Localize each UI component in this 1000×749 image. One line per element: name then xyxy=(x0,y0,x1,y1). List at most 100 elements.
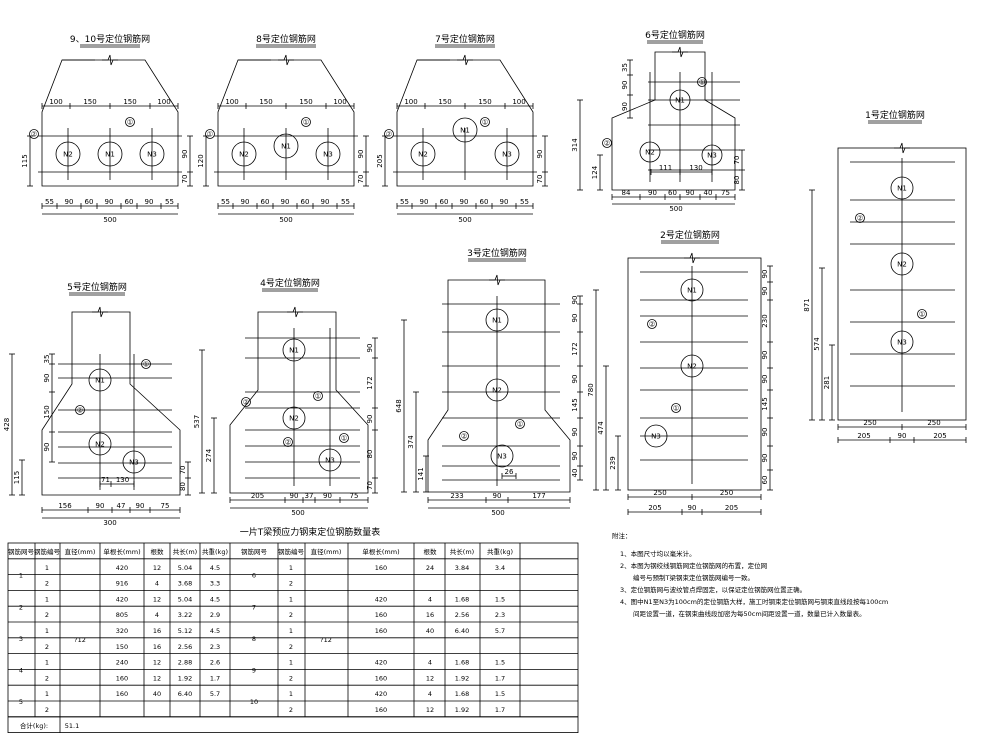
break-symbol xyxy=(457,54,473,66)
duct-label: N3 xyxy=(651,433,661,441)
rebar-callout: ② xyxy=(29,129,39,139)
dimension-value: 90 xyxy=(761,428,769,437)
tendon-duct-n1: N1 xyxy=(88,368,112,392)
callout-number: ① xyxy=(143,360,149,368)
cell-bar-no: 2 xyxy=(45,580,49,588)
dimension-value: 71 xyxy=(101,476,110,484)
dimension-value: 574 xyxy=(813,337,821,351)
tendon-duct-n1: N1 xyxy=(452,117,478,143)
cell-total: 1.92 xyxy=(455,706,469,714)
dimension-value: 70 xyxy=(179,466,187,475)
dimension-value: 130 xyxy=(689,164,702,172)
cell-weight: 1.5 xyxy=(495,595,505,603)
dimension-overall: 500 xyxy=(458,216,471,224)
cell-length: 160 xyxy=(116,690,128,698)
dimension-value: 90 xyxy=(500,198,509,206)
dimension-value: 90 xyxy=(366,344,374,353)
dimension-overall: 500 xyxy=(103,216,116,224)
cell-weight: 1.7 xyxy=(495,674,505,682)
cell-diameter: ?12 xyxy=(320,636,332,644)
dimension-value: 141 xyxy=(417,467,425,480)
duct-circle xyxy=(890,176,914,200)
cell-count: 16 xyxy=(426,611,434,619)
dimension-value: 150 xyxy=(123,98,136,106)
dimension-value: 90 xyxy=(686,189,695,197)
note-line: 2、本图为钢绞线钢筋网定位钢筋网的布置，定位网 xyxy=(620,561,767,570)
dimension-value: 90 xyxy=(898,432,907,440)
dimension-value: 80 xyxy=(179,482,187,491)
rebar-callout: ② xyxy=(384,129,394,139)
dimension-value: 428 xyxy=(3,418,11,431)
tendon-duct-n3: N3 xyxy=(139,141,165,167)
table-header: 共长(m) xyxy=(173,547,197,556)
cell-length: 420 xyxy=(375,690,387,698)
rebar-callout: ② xyxy=(602,138,612,148)
duct-label: N1 xyxy=(460,127,470,135)
view-title: 2号定位钢筋网 xyxy=(660,229,720,241)
dimension-value: 314 xyxy=(571,138,579,152)
cell-net: 2 xyxy=(19,603,23,611)
dimension-value: 60 xyxy=(440,198,449,206)
dimension-value: 205 xyxy=(376,154,384,167)
break-symbol xyxy=(894,142,910,154)
duct-circle xyxy=(644,424,668,448)
dimension-value: 90 xyxy=(761,375,769,384)
tendon-duct-n3: N3 xyxy=(490,444,514,468)
break-symbol xyxy=(489,274,505,286)
callout-number: ② xyxy=(285,438,291,446)
callout-number: ② xyxy=(386,130,392,138)
cell-bar-no: 2 xyxy=(45,674,49,682)
cell-length: 420 xyxy=(116,564,128,572)
table-header: 单根长(mm) xyxy=(103,547,140,556)
note-line: 编号与预制T梁钢束定位钢筋网编号一致。 xyxy=(620,573,754,582)
dimension-value: 100 xyxy=(225,98,238,106)
dimension-value: 40 xyxy=(704,189,713,197)
cell-count: 24 xyxy=(426,564,434,572)
section-outline xyxy=(396,59,534,187)
dimension-value: 80 xyxy=(366,450,374,459)
cell-length: 160 xyxy=(375,564,387,572)
duct-label: N1 xyxy=(105,151,115,159)
cell-weight: 1.7 xyxy=(495,706,505,714)
note-line: 3、定位钢筋网与波纹管点焊固定，以保证定位钢筋网位置正确。 xyxy=(620,585,806,594)
cell-total: 1.68 xyxy=(455,595,469,603)
duct-circle xyxy=(273,133,299,159)
dimension-value: 780 xyxy=(587,383,595,396)
dimension-value: 100 xyxy=(404,98,417,106)
tendon-duct-n3: N3 xyxy=(644,424,668,448)
duct-label: N3 xyxy=(707,152,717,160)
dimension-overall: 500 xyxy=(669,205,682,213)
dimension-value: 111 xyxy=(659,164,672,172)
dimension-overall: 500 xyxy=(291,509,304,517)
cell-bar-no: 2 xyxy=(45,611,49,619)
dimension-value: 100 xyxy=(512,98,525,106)
tendon-duct-n3: N3 xyxy=(494,141,520,167)
cell-net: 1 xyxy=(19,572,23,580)
cell-total: 1.68 xyxy=(455,690,469,698)
cell-count: 12 xyxy=(153,659,161,667)
cell-weight: 5.7 xyxy=(495,627,505,635)
callout-number: ② xyxy=(77,406,83,414)
dimension-value: 90 xyxy=(366,415,374,424)
tendon-duct-n3: N3 xyxy=(122,450,146,474)
tendon-duct-n2: N2 xyxy=(231,141,257,167)
cell-length: 420 xyxy=(375,659,387,667)
dimension-value: 156 xyxy=(58,502,72,510)
dimension-value: 26 xyxy=(505,468,514,476)
dimension-value: 120 xyxy=(197,154,205,167)
tendon-duct-n3: N3 xyxy=(315,141,341,167)
cell-count: 4 xyxy=(428,659,432,667)
cell-bar-no: 1 xyxy=(289,690,293,698)
cell-length: 160 xyxy=(375,611,387,619)
tendon-duct-n2: N2 xyxy=(680,354,704,378)
